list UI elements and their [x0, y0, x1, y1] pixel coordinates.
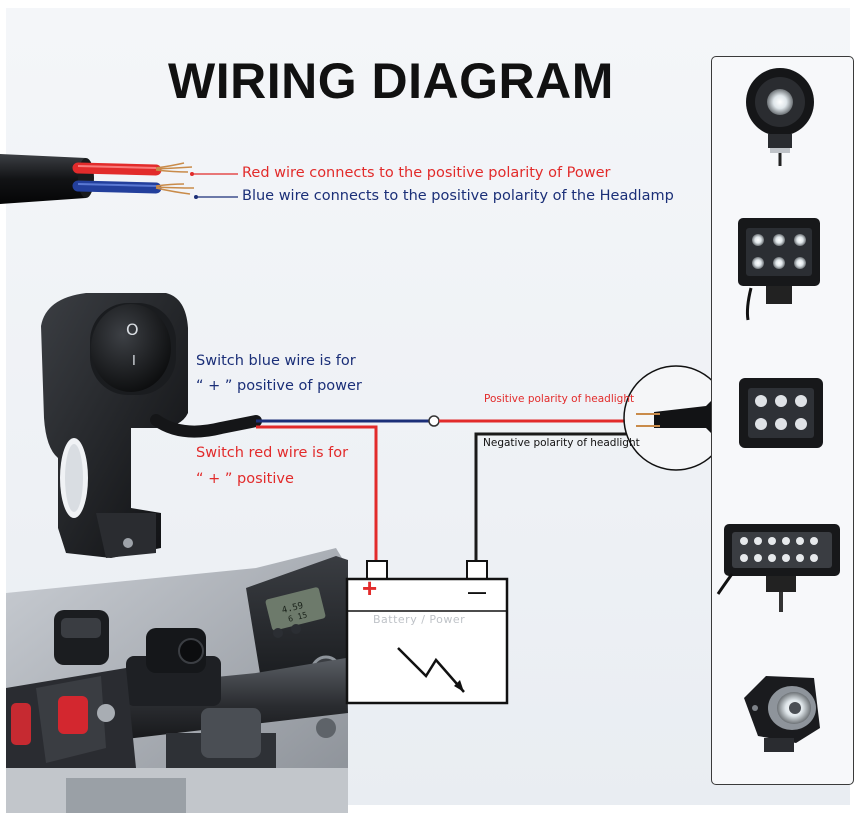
battery-plus: +	[362, 573, 378, 603]
handlebar-switch-illustration: O I	[41, 293, 262, 558]
page-title: WIRING DIAGRAM	[168, 53, 614, 109]
blue-wire-label: Blue wire connects to the positive polar…	[242, 188, 674, 204]
switch-on-symbol: I	[132, 354, 136, 369]
connector-magnifier	[623, 365, 729, 471]
round-spot-lamp-icon	[746, 68, 814, 166]
wiring-lines	[256, 415, 646, 561]
switch-blue-label-line1: Switch blue wire is for	[196, 353, 356, 369]
switch-off-symbol: O	[126, 320, 139, 339]
red-wire-label: Red wire connects to the positive polari…	[242, 165, 611, 181]
six-led-bar-lamp-icon	[738, 218, 820, 321]
cable-illustration	[0, 154, 238, 204]
battery-minus: —	[468, 582, 486, 602]
positive-headlight-label: Positive polarity of headlight	[484, 393, 635, 405]
twelve-led-bar-lamp-icon	[716, 524, 840, 612]
switch-red-label-line1: Switch red wire is for	[196, 445, 349, 461]
projector-lamp-icon	[744, 676, 820, 752]
battery-illustration	[345, 560, 509, 705]
switch-red-label-line2: “ + ” positive	[196, 471, 294, 487]
switch-blue-label-line2: “ + ” positive of power	[196, 378, 362, 394]
square-six-led-lamp-icon	[739, 378, 823, 448]
diagram-canvas: 4.59 6 15	[0, 8, 854, 813]
motorcycle-handlebar-photo: 4.59 6 15	[6, 548, 348, 813]
negative-headlight-label: Negative polarity of headlight	[483, 437, 640, 449]
battery-label: Battery / Power	[373, 613, 466, 626]
lamp-illustrations	[716, 68, 840, 752]
